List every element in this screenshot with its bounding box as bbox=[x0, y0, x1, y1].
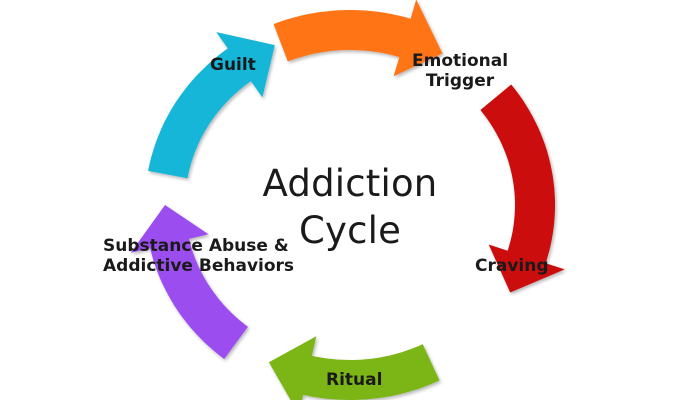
cycle-arrow-substance-abuse bbox=[148, 32, 275, 179]
stage-label-emotional-trigger-line1: Emotional bbox=[412, 51, 509, 71]
stage-label-guilt: Guilt bbox=[210, 55, 256, 75]
cycle-arrow-craving bbox=[268, 336, 440, 400]
stage-label-substance-abuse: Substance Abuse & Addictive Behaviors bbox=[103, 236, 294, 276]
stage-label-guilt-line1: Guilt bbox=[210, 55, 256, 75]
stage-label-substance-abuse-line2: Addictive Behaviors bbox=[103, 256, 295, 276]
stage-label-ritual: Ritual bbox=[326, 370, 382, 390]
center-title-line1: Addiction bbox=[262, 162, 438, 205]
cycle-arrow-emotional-trigger bbox=[480, 84, 565, 293]
stage-label-emotional-trigger-line2: Trigger bbox=[425, 71, 495, 91]
center-title-line2: Cycle bbox=[298, 209, 402, 252]
cycle-arrow-ritual bbox=[130, 205, 248, 359]
stage-label-emotional-trigger: Emotional Trigger bbox=[412, 51, 508, 91]
cycle-arrow-guilt bbox=[273, 0, 443, 77]
stage-label-substance-abuse-line1: Substance Abuse & bbox=[103, 236, 289, 256]
stage-label-craving-line1: Craving bbox=[475, 256, 549, 276]
center-title: Addiction Cycle bbox=[200, 160, 500, 254]
stage-label-ritual-line1: Ritual bbox=[326, 370, 383, 390]
stage-label-craving: Craving bbox=[475, 256, 549, 276]
